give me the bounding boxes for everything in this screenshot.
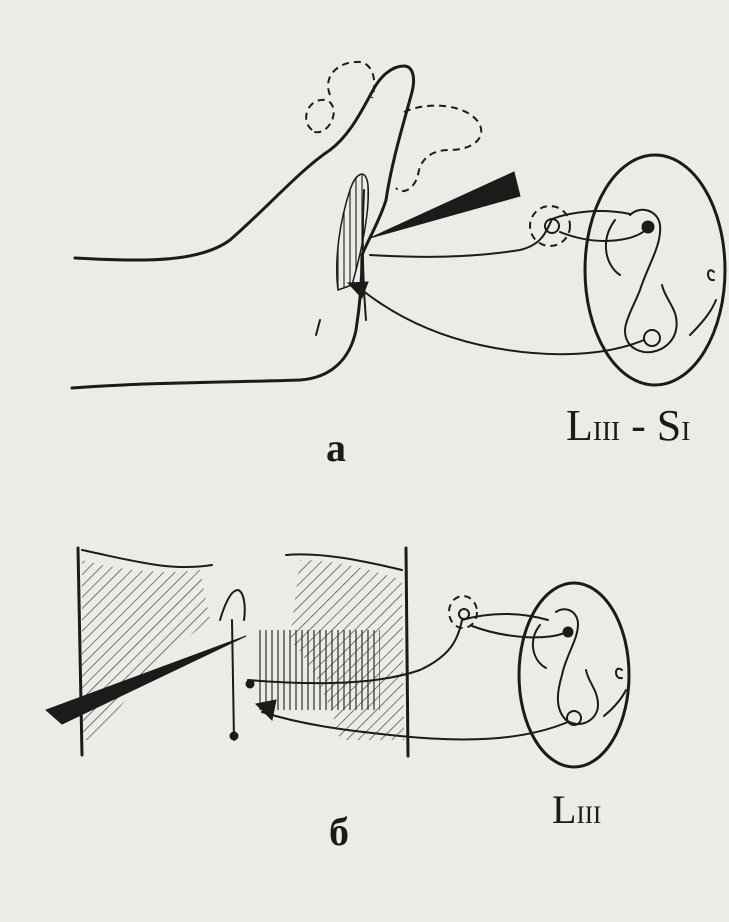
toes-dashed-2 bbox=[306, 100, 334, 132]
panel-a bbox=[72, 62, 725, 388]
panel-b-letter: б bbox=[329, 812, 349, 852]
panel-a-segment-sub2: I bbox=[681, 416, 690, 446]
panel-b bbox=[46, 548, 629, 767]
afferent-fiber-b-2 bbox=[472, 626, 566, 637]
thigh-left-edge bbox=[78, 548, 82, 755]
grey-matter-a-2 bbox=[606, 220, 620, 275]
patellar-tendon-hatch bbox=[255, 630, 380, 710]
panel-a-segment-label: LIII - SI bbox=[566, 404, 690, 448]
afferent-fiber-a-2 bbox=[560, 227, 648, 241]
panel-a-letter: а bbox=[326, 428, 346, 468]
panel-a-segment-main2: S bbox=[657, 401, 681, 450]
patella-peak bbox=[220, 590, 245, 620]
ganglion-b-dashed bbox=[449, 596, 477, 628]
grey-matter-b-2 bbox=[533, 625, 546, 668]
spinal-cord-section-b bbox=[519, 583, 629, 767]
panel-a-segment-sub: III bbox=[593, 416, 620, 446]
panel-a-segment-sep: - bbox=[620, 401, 657, 450]
efferent-fiber-b bbox=[262, 712, 568, 739]
panel-b-segment-sub: III bbox=[576, 802, 601, 829]
side-nerve-b bbox=[616, 669, 622, 679]
foot-dashed-flex bbox=[396, 106, 481, 192]
spinal-lower-a bbox=[690, 300, 716, 335]
tendon-line-2 bbox=[316, 320, 320, 335]
femur-curve bbox=[82, 550, 212, 567]
toes-dashed bbox=[328, 62, 374, 98]
femur-hatch bbox=[82, 560, 210, 740]
spinal-lower-b bbox=[604, 690, 626, 716]
panel-b-segment-label: LIII bbox=[552, 790, 601, 830]
side-nerve-a bbox=[708, 270, 714, 280]
grey-matter-b bbox=[556, 609, 598, 724]
thigh-right-edge bbox=[406, 548, 408, 756]
panel-b-segment-main: L bbox=[552, 787, 576, 832]
afferent-junction-b bbox=[246, 680, 254, 688]
leg-outline-bottom bbox=[72, 255, 362, 388]
tendon-point-b bbox=[230, 732, 238, 740]
reflex-hammer-a bbox=[370, 172, 520, 238]
tendon-vertical-b bbox=[232, 620, 234, 740]
panel-a-segment-main: L bbox=[566, 401, 593, 450]
ganglion-a-dashed bbox=[530, 206, 570, 246]
motor-neuron-a bbox=[644, 330, 660, 346]
